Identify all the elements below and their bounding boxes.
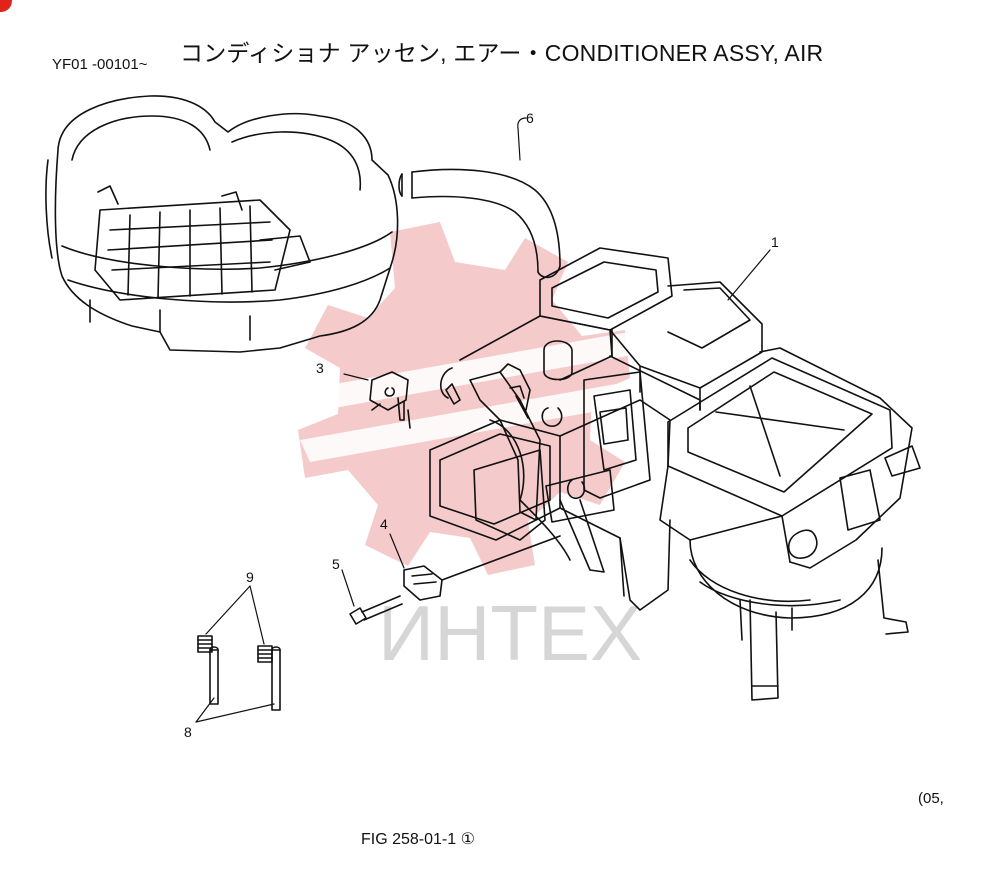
reference-duct-assembly bbox=[45, 95, 399, 353]
part-9-springs bbox=[197, 585, 273, 663]
callout-4: 4 bbox=[380, 516, 388, 532]
watermark-stripes bbox=[290, 330, 660, 462]
callout-3: 3 bbox=[316, 360, 324, 376]
figure-label: FIG 258-01-1 ① bbox=[361, 831, 475, 848]
part-1-ac-unit bbox=[429, 247, 921, 701]
part-8-pins bbox=[195, 646, 281, 723]
part-5-bolt bbox=[341, 569, 403, 625]
watermark-gear-icon bbox=[298, 222, 630, 575]
callout-6: 6 bbox=[526, 110, 534, 126]
part-6-hose bbox=[398, 117, 561, 279]
callout-5: 5 bbox=[332, 556, 340, 572]
callout-8: 8 bbox=[184, 724, 192, 740]
part-4-clamp bbox=[389, 533, 561, 601]
watermark-text: ИНТЕХ bbox=[378, 589, 642, 677]
page-code: (05, bbox=[918, 790, 944, 807]
page-title: コンディショナ アッセン, エアー・CONDITIONER ASSY, AIR bbox=[180, 40, 824, 66]
callout-1: 1 bbox=[771, 234, 779, 250]
callout-9: 9 bbox=[246, 569, 254, 585]
part-3-bracket bbox=[343, 371, 411, 429]
serial-range-label: YF01 -00101~ bbox=[52, 56, 148, 73]
